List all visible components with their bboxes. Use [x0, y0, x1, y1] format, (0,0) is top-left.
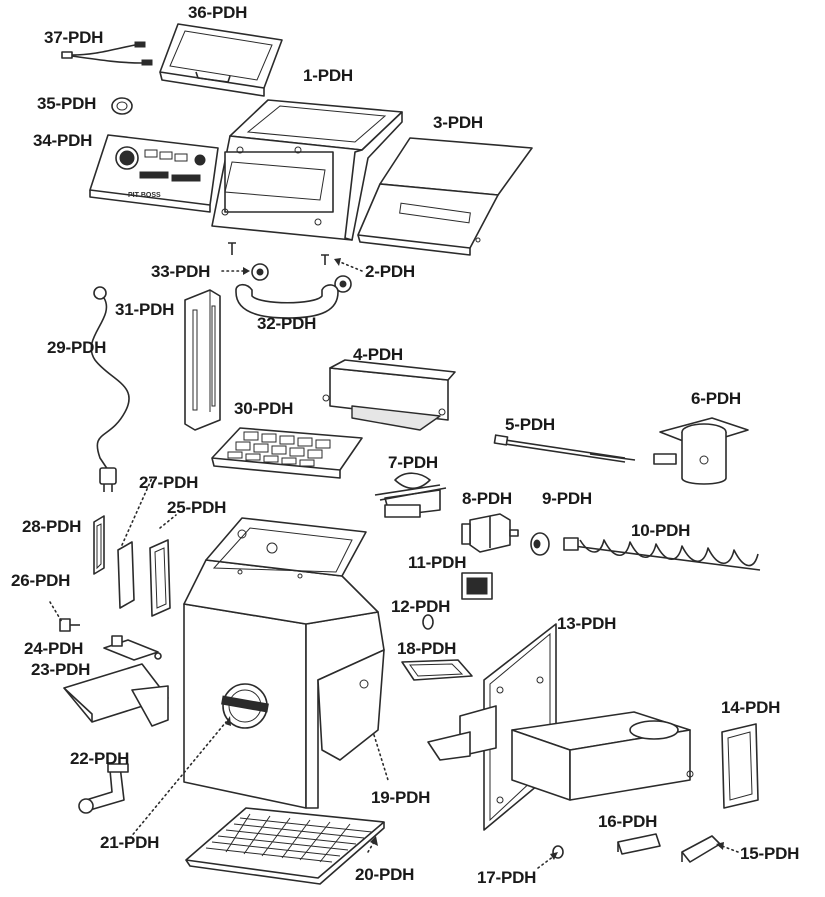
part-14-gasket: [721, 723, 759, 809]
part-3-hopper-shelf: [357, 137, 533, 256]
label-part-30[interactable]: 30-PDH: [234, 399, 294, 418]
part-35-grommet: [111, 97, 133, 115]
part-29-power-cord: [90, 286, 130, 492]
label-part-12[interactable]: 12-PDH: [391, 597, 451, 616]
label-part-9[interactable]: 9-PDH: [542, 489, 593, 508]
part-19-hopper-body: [183, 517, 385, 809]
label-part-18[interactable]: 18-PDH: [397, 639, 457, 658]
part-10-auger: [563, 537, 761, 571]
part-36-cover-plate: [159, 23, 283, 97]
label-part-10[interactable]: 10-PDH: [631, 521, 691, 540]
label-part-5[interactable]: 5-PDH: [505, 415, 556, 434]
part-26-knob: [59, 618, 80, 632]
label-part-34[interactable]: 34-PDH: [33, 131, 93, 150]
part-23-slide-plate: [63, 663, 169, 727]
label-part-28[interactable]: 28-PDH: [22, 517, 82, 536]
label-part-14[interactable]: 14-PDH: [721, 698, 781, 717]
part-28-gasket: [93, 515, 105, 575]
part-13-auger-housing: [427, 623, 694, 831]
label-part-31[interactable]: 31-PDH: [115, 300, 175, 319]
label-part-35[interactable]: 35-PDH: [37, 94, 97, 113]
label-part-4[interactable]: 4-PDH: [353, 345, 404, 364]
label-part-3[interactable]: 3-PDH: [433, 113, 484, 132]
label-part-33[interactable]: 33-PDH: [151, 262, 211, 281]
label-part-16[interactable]: 16-PDH: [598, 812, 658, 831]
label-part-13[interactable]: 13-PDH: [557, 614, 617, 633]
part-9-coupling: [530, 532, 550, 556]
part-24-latch: [103, 635, 162, 661]
part-6-burn-pot: [653, 417, 749, 485]
label-part-17[interactable]: 17-PDH: [477, 868, 537, 887]
part-37-wire-harness: [61, 41, 153, 66]
label-part-22[interactable]: 22-PDH: [70, 749, 130, 768]
part-20-bottom-grate: [185, 807, 385, 885]
label-part-15[interactable]: 15-PDH: [740, 844, 800, 863]
label-part-21[interactable]: 21-PDH: [100, 833, 160, 852]
part-4-bracket: [322, 359, 456, 431]
label-part-8[interactable]: 8-PDH: [462, 489, 513, 508]
part-8-auger-motor: [461, 513, 519, 553]
label-part-36[interactable]: 36-PDH: [188, 3, 248, 22]
label-part-1[interactable]: 1-PDH: [303, 66, 354, 85]
part-31-side-bracket: [184, 289, 221, 431]
part-15-bracket: [681, 835, 721, 863]
part-12-grommet: [422, 614, 434, 630]
part-30-grate: [211, 427, 363, 479]
part-25-window-frame: [149, 539, 171, 617]
label-part-25[interactable]: 25-PDH: [167, 498, 227, 517]
label-part-20[interactable]: 20-PDH: [355, 865, 415, 884]
controller-brand-text: PIT BOSS: [128, 192, 161, 199]
part-7-fan: [374, 472, 447, 518]
label-part-24[interactable]: 24-PDH: [24, 639, 84, 658]
label-part-19[interactable]: 19-PDH: [371, 788, 431, 807]
label-part-7[interactable]: 7-PDH: [388, 453, 439, 472]
part-1-hopper-lid: [211, 99, 403, 241]
part-5-igniter: [493, 434, 636, 463]
label-part-26[interactable]: 26-PDH: [11, 571, 71, 590]
label-part-32[interactable]: 32-PDH: [257, 314, 317, 333]
part-11-gasket: [461, 572, 493, 600]
part-27-window: [117, 541, 135, 609]
label-part-2[interactable]: 2-PDH: [365, 262, 416, 281]
label-part-6[interactable]: 6-PDH: [691, 389, 742, 408]
label-part-29[interactable]: 29-PDH: [47, 338, 107, 357]
leader-lines: [49, 477, 739, 869]
label-part-37[interactable]: 37-PDH: [44, 28, 104, 47]
label-part-11[interactable]: 11-PDH: [408, 553, 467, 572]
label-part-23[interactable]: 23-PDH: [31, 660, 91, 679]
part-22-elbow: [78, 763, 129, 814]
part-33-2-hardware: [221, 242, 363, 293]
part-32-handle: [235, 283, 339, 319]
part-34-control-panel: PIT BOSS: [89, 134, 219, 213]
label-part-27[interactable]: 27-PDH: [139, 473, 199, 492]
part-18-gasket-frame: [401, 659, 473, 681]
part-16-bracket: [617, 833, 661, 855]
